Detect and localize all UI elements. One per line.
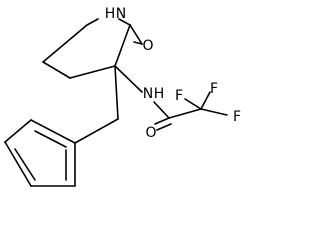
- benzyl-group: [74, 65, 119, 144]
- bond-ph-inner-1: [34, 130, 67, 148]
- bond-ring-n-c2: [118, 18, 131, 26]
- ring-nitrogen-label: N: [116, 6, 126, 22]
- bond-amide-c-o-2: [156, 123, 172, 131]
- bond-ph-inner-2: [14, 148, 36, 181]
- bond-amide-n-carbonyl-c: [153, 101, 170, 119]
- ring-carbonyl: [129, 24, 143, 45]
- atom-labels: N H O N H O F F F: [105, 6, 241, 141]
- ring-nitrogen-h-label: H: [105, 6, 116, 22]
- bond-ring-c5-c6: [42, 24, 88, 63]
- amide-nitrogen-label: N: [143, 86, 153, 102]
- fluorine-top-left-label: F: [175, 88, 183, 104]
- trifluoromethyl-group: [184, 91, 228, 116]
- bond-cf3-f-top-left: [184, 98, 202, 110]
- bond-amide-c-o-1: [154, 117, 170, 125]
- fluorine-right-label: F: [233, 109, 241, 125]
- bond-ring-c3-c4: [69, 65, 116, 79]
- bond-carbonyl-inner: [133, 41, 143, 45]
- bond-ph-1: [30, 119, 76, 144]
- amide-linkage: [114, 65, 202, 131]
- bond-cf3-f-right: [200, 108, 228, 116]
- amide-oxygen-label: O: [145, 125, 156, 141]
- bond-ring-c6-n: [86, 18, 99, 26]
- carbonyl-oxygen-label: O: [142, 38, 153, 54]
- bond-ph-2: [4, 119, 32, 143]
- bond-ph-3: [4, 141, 32, 187]
- structure-diagram: N H O N H O F F F: [4, 6, 241, 187]
- phenyl-ring: [4, 119, 76, 187]
- bond-cf3-f-top-right: [200, 91, 211, 110]
- bond-ring-c2-c3: [114, 24, 131, 67]
- piperidinone-ring: [42, 18, 131, 79]
- bond-ring-c4-c5: [42, 61, 71, 79]
- fluorine-top-right-label: F: [210, 81, 218, 97]
- bond-carbonyl-c-cf3: [168, 108, 202, 119]
- bond-ch2-phenyl: [74, 118, 119, 144]
- bond-c3-ch2: [114, 65, 119, 120]
- bond-c3-amide-n: [114, 65, 143, 93]
- bond-carbonyl-outer: [129, 24, 143, 45]
- amide-nitrogen-h-label: H: [154, 86, 165, 102]
